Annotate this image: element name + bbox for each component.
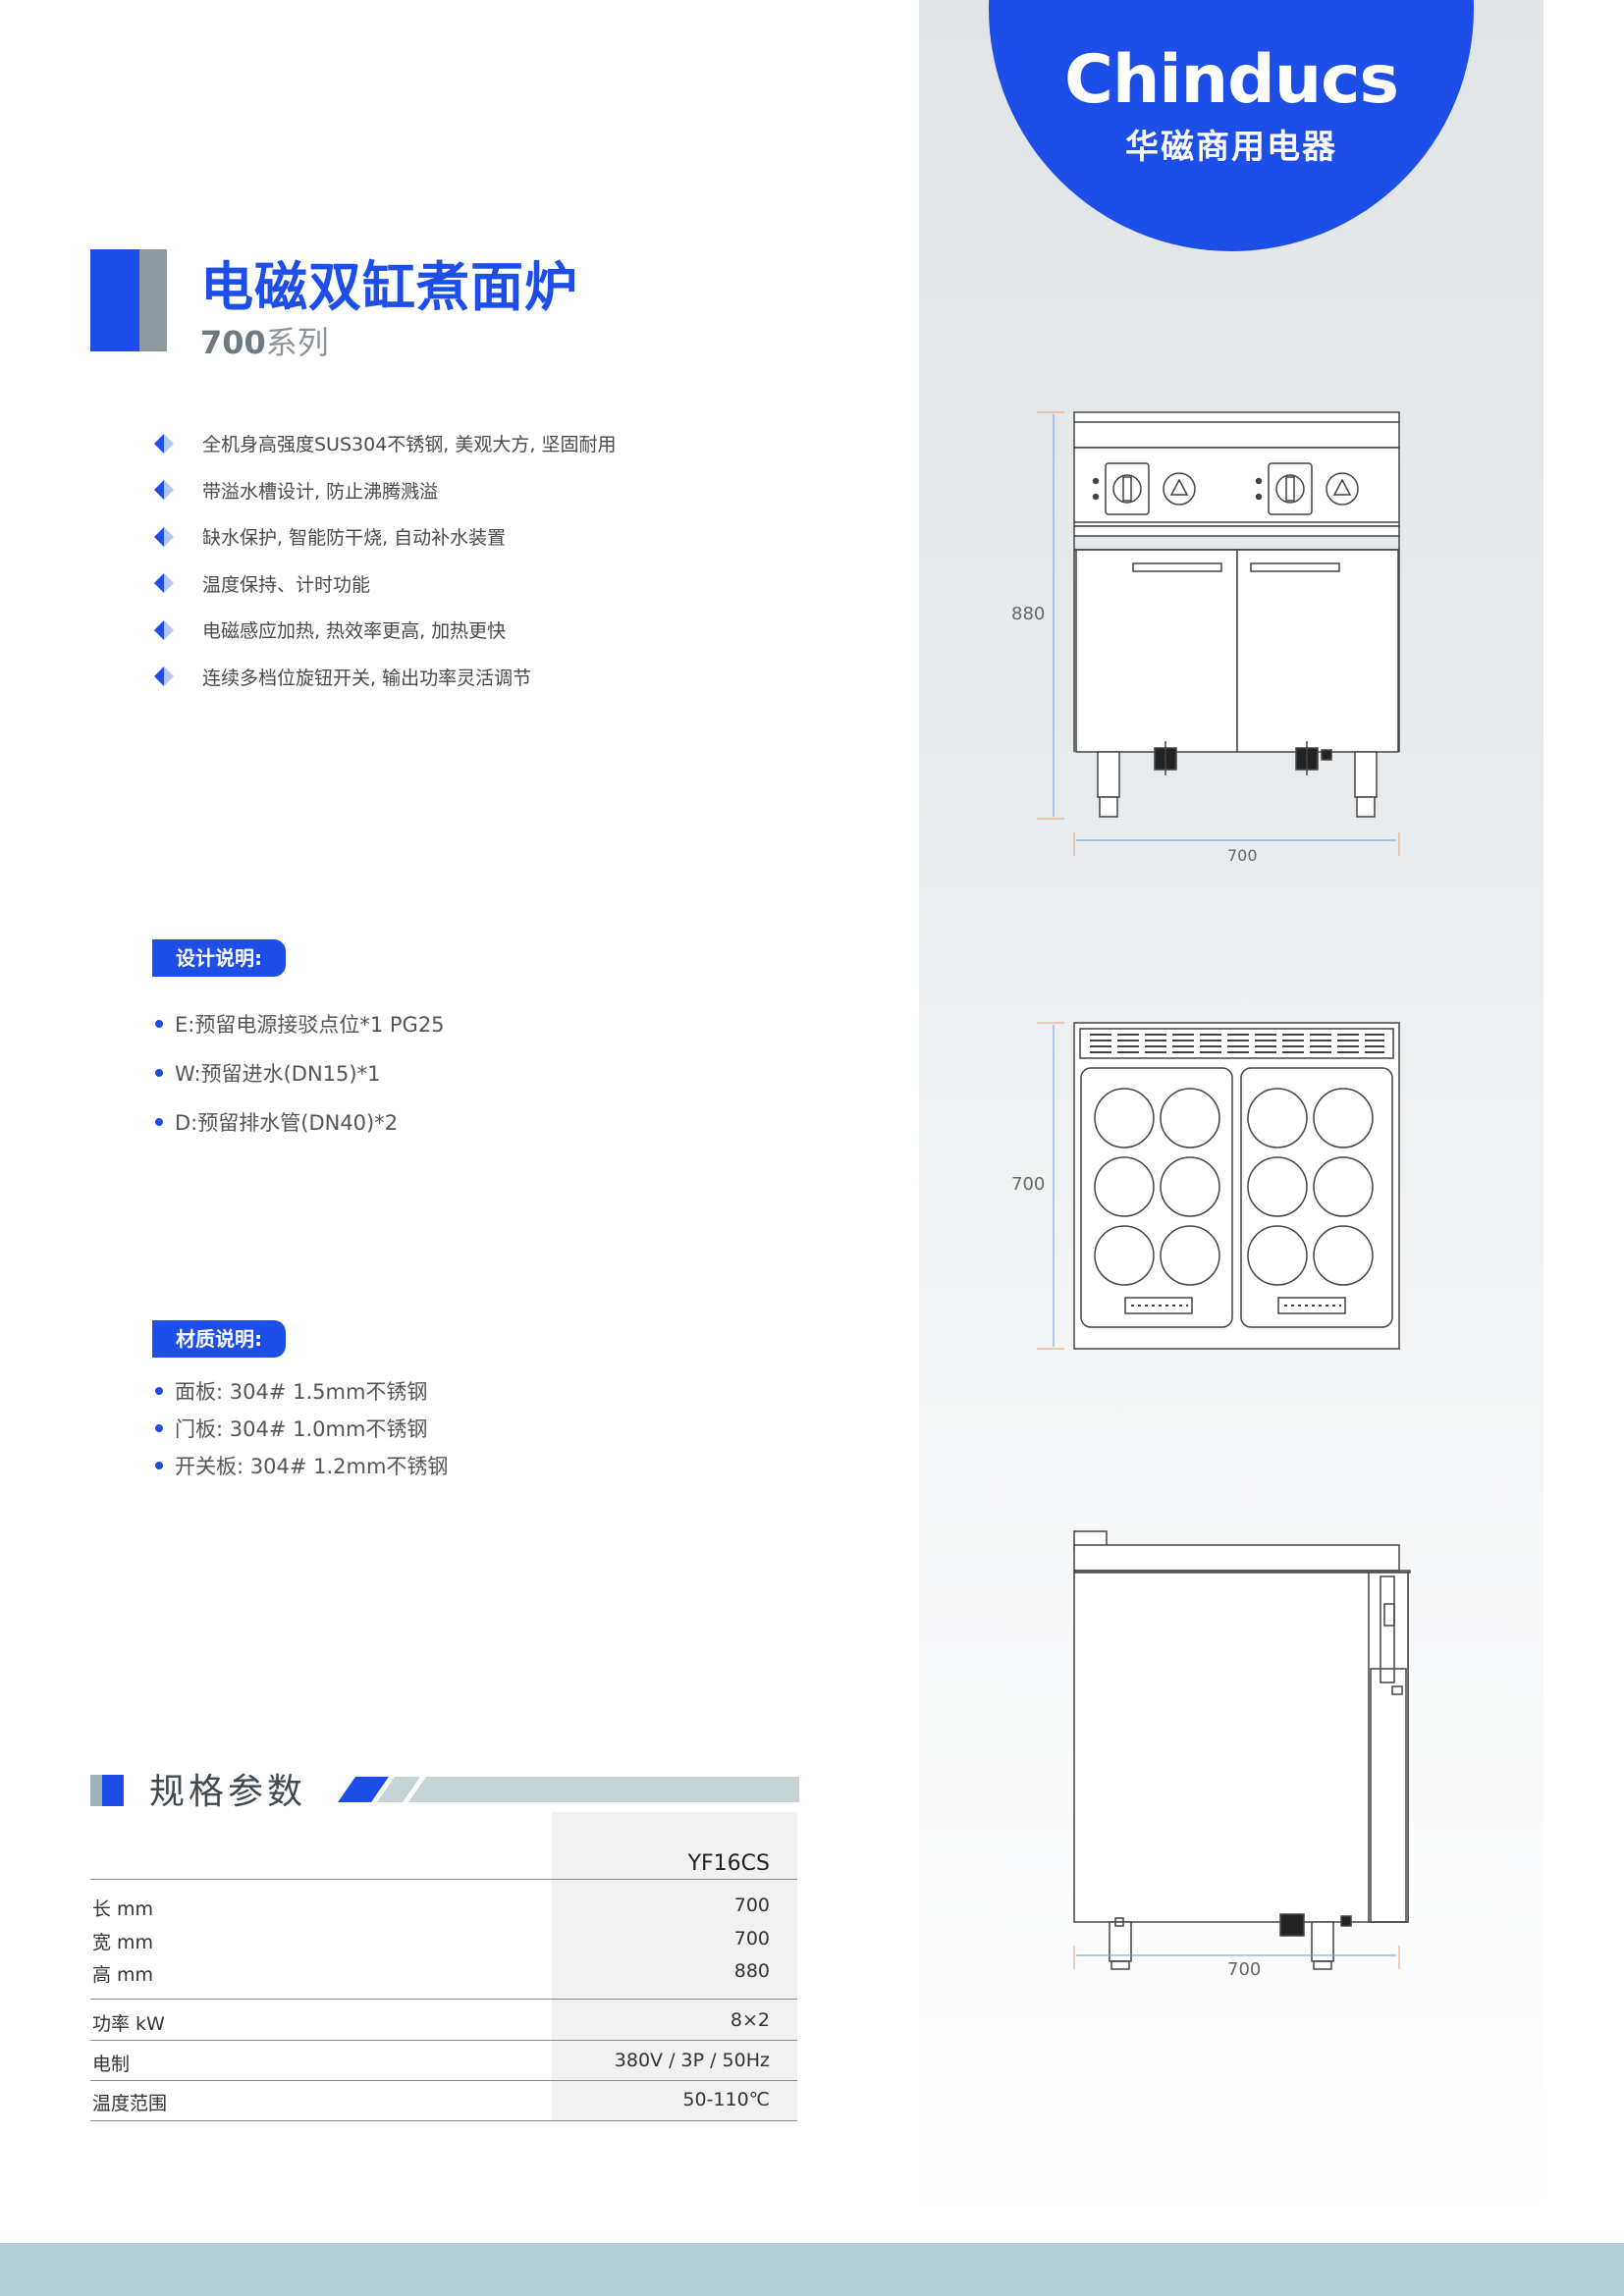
spec-key: 宽 mm xyxy=(92,1932,154,1953)
spec-header-stripes xyxy=(338,1777,799,1802)
diamond-bullet-icon xyxy=(154,526,174,547)
spec-accent-gray xyxy=(90,1775,102,1806)
brand-name-en: Chinducs xyxy=(1064,41,1399,119)
spec-key: 功率 kW xyxy=(92,2013,165,2035)
feature-item: 全机身高强度SUS304不锈钢, 美观大方, 坚固耐用 xyxy=(153,420,616,467)
spec-value: 380V / 3P / 50Hz xyxy=(614,2050,770,2071)
design-label: 设计说明: xyxy=(152,939,286,977)
spec-model-column xyxy=(552,1812,797,2120)
design-text: D:预留排水管(DN40)*2 xyxy=(175,1111,399,1135)
feature-item: 连续多档位旋钮开关, 输出功率灵活调节 xyxy=(153,654,616,701)
spec-key: 高 mm xyxy=(92,1964,154,1986)
feature-text: 电磁感应加热, 热效率更高, 加热更快 xyxy=(202,620,507,643)
divider xyxy=(90,1879,797,1880)
feature-item: 电磁感应加热, 热效率更高, 加热更快 xyxy=(153,607,616,654)
feature-text: 全机身高强度SUS304不锈钢, 美观大方, 坚固耐用 xyxy=(202,434,617,456)
feature-list: 全机身高强度SUS304不锈钢, 美观大方, 坚固耐用 带溢水槽设计, 防止沸腾… xyxy=(153,420,616,700)
design-text: W:预留进水(DN15)*1 xyxy=(175,1062,381,1086)
bottom-bar xyxy=(0,2243,1624,2296)
bullet-dot-icon xyxy=(155,1020,163,1028)
material-item: 门板: 304# 1.0mm不锈钢 xyxy=(155,1410,448,1447)
diamond-bullet-icon xyxy=(154,667,174,687)
feature-text: 缺水保护, 智能防干烧, 自动补水装置 xyxy=(202,527,507,550)
diamond-bullet-icon xyxy=(154,619,174,640)
series-number: 700 xyxy=(200,324,266,361)
bullet-dot-icon xyxy=(155,1069,163,1077)
top-view-drawing xyxy=(1037,1022,1400,1350)
design-item: D:预留排水管(DN40)*2 xyxy=(155,1097,445,1147)
diamond-bullet-icon xyxy=(154,480,174,501)
spec-value: 880 xyxy=(733,1960,770,1982)
spec-model: YF16CS xyxy=(687,1851,770,1876)
page-title: 电磁双缸煮面炉 xyxy=(200,256,578,318)
material-text: 门板: 304# 1.0mm不锈钢 xyxy=(175,1417,428,1441)
divider xyxy=(90,2040,797,2041)
bullet-dot-icon xyxy=(155,1118,163,1126)
divider xyxy=(90,2080,797,2081)
spec-accent-blue xyxy=(102,1775,124,1806)
title-accent-gray xyxy=(139,249,167,351)
side-view-drawing xyxy=(1073,1530,1411,1970)
spec-value: 700 xyxy=(733,1928,770,1949)
side-depth-dim: 700 xyxy=(1227,1959,1262,1980)
design-item: E:预留电源接驳点位*1 PG25 xyxy=(155,999,445,1048)
title-accent-blue xyxy=(90,249,139,351)
material-item: 面板: 304# 1.5mm不锈钢 xyxy=(155,1372,448,1410)
design-item: W:预留进水(DN15)*1 xyxy=(155,1048,445,1097)
feature-item: 带溢水槽设计, 防止沸腾溅溢 xyxy=(153,467,616,514)
front-view-drawing xyxy=(1037,411,1400,856)
top-depth-dim: 700 xyxy=(1011,1174,1046,1195)
material-list: 面板: 304# 1.5mm不锈钢 门板: 304# 1.0mm不锈钢 开关板:… xyxy=(155,1372,448,1484)
bullet-dot-icon xyxy=(155,1424,163,1432)
spec-value: 50-110℃ xyxy=(682,2089,770,2110)
material-label: 材质说明: xyxy=(152,1320,286,1358)
spec-key: 长 mm xyxy=(92,1898,154,1920)
design-text: E:预留电源接驳点位*1 PG25 xyxy=(175,1013,445,1037)
series-title: 700系列 xyxy=(200,318,329,363)
spec-key: 温度范围 xyxy=(92,2093,168,2114)
diamond-bullet-icon xyxy=(154,573,174,594)
feature-item: 温度保持、计时功能 xyxy=(153,561,616,608)
design-list: E:预留电源接驳点位*1 PG25 W:预留进水(DN15)*1 D:预留排水管… xyxy=(155,999,445,1147)
divider xyxy=(90,2120,797,2121)
feature-text: 连续多档位旋钮开关, 输出功率灵活调节 xyxy=(202,667,532,689)
spec-value: 8×2 xyxy=(730,2009,770,2031)
spec-value: 700 xyxy=(733,1895,770,1916)
feature-text: 带溢水槽设计, 防止沸腾溅溢 xyxy=(202,480,439,503)
bullet-dot-icon xyxy=(155,1462,163,1469)
spec-key: 电制 xyxy=(92,2054,131,2075)
material-text: 面板: 304# 1.5mm不锈钢 xyxy=(175,1380,428,1404)
brand-name-cn: 华磁商用电器 xyxy=(1125,128,1337,167)
material-text: 开关板: 304# 1.2mm不锈钢 xyxy=(175,1455,449,1478)
diamond-bullet-icon xyxy=(154,433,174,454)
bullet-dot-icon xyxy=(155,1387,163,1395)
front-width-dim: 700 xyxy=(1227,846,1258,865)
series-word: 系列 xyxy=(265,324,329,361)
feature-text: 温度保持、计时功能 xyxy=(202,573,371,596)
front-height-dim: 880 xyxy=(1011,604,1046,624)
material-item: 开关板: 304# 1.2mm不锈钢 xyxy=(155,1447,448,1484)
feature-item: 缺水保护, 智能防干烧, 自动补水装置 xyxy=(153,513,616,561)
divider xyxy=(90,1999,797,2000)
spec-title: 规格参数 xyxy=(149,1772,307,1812)
